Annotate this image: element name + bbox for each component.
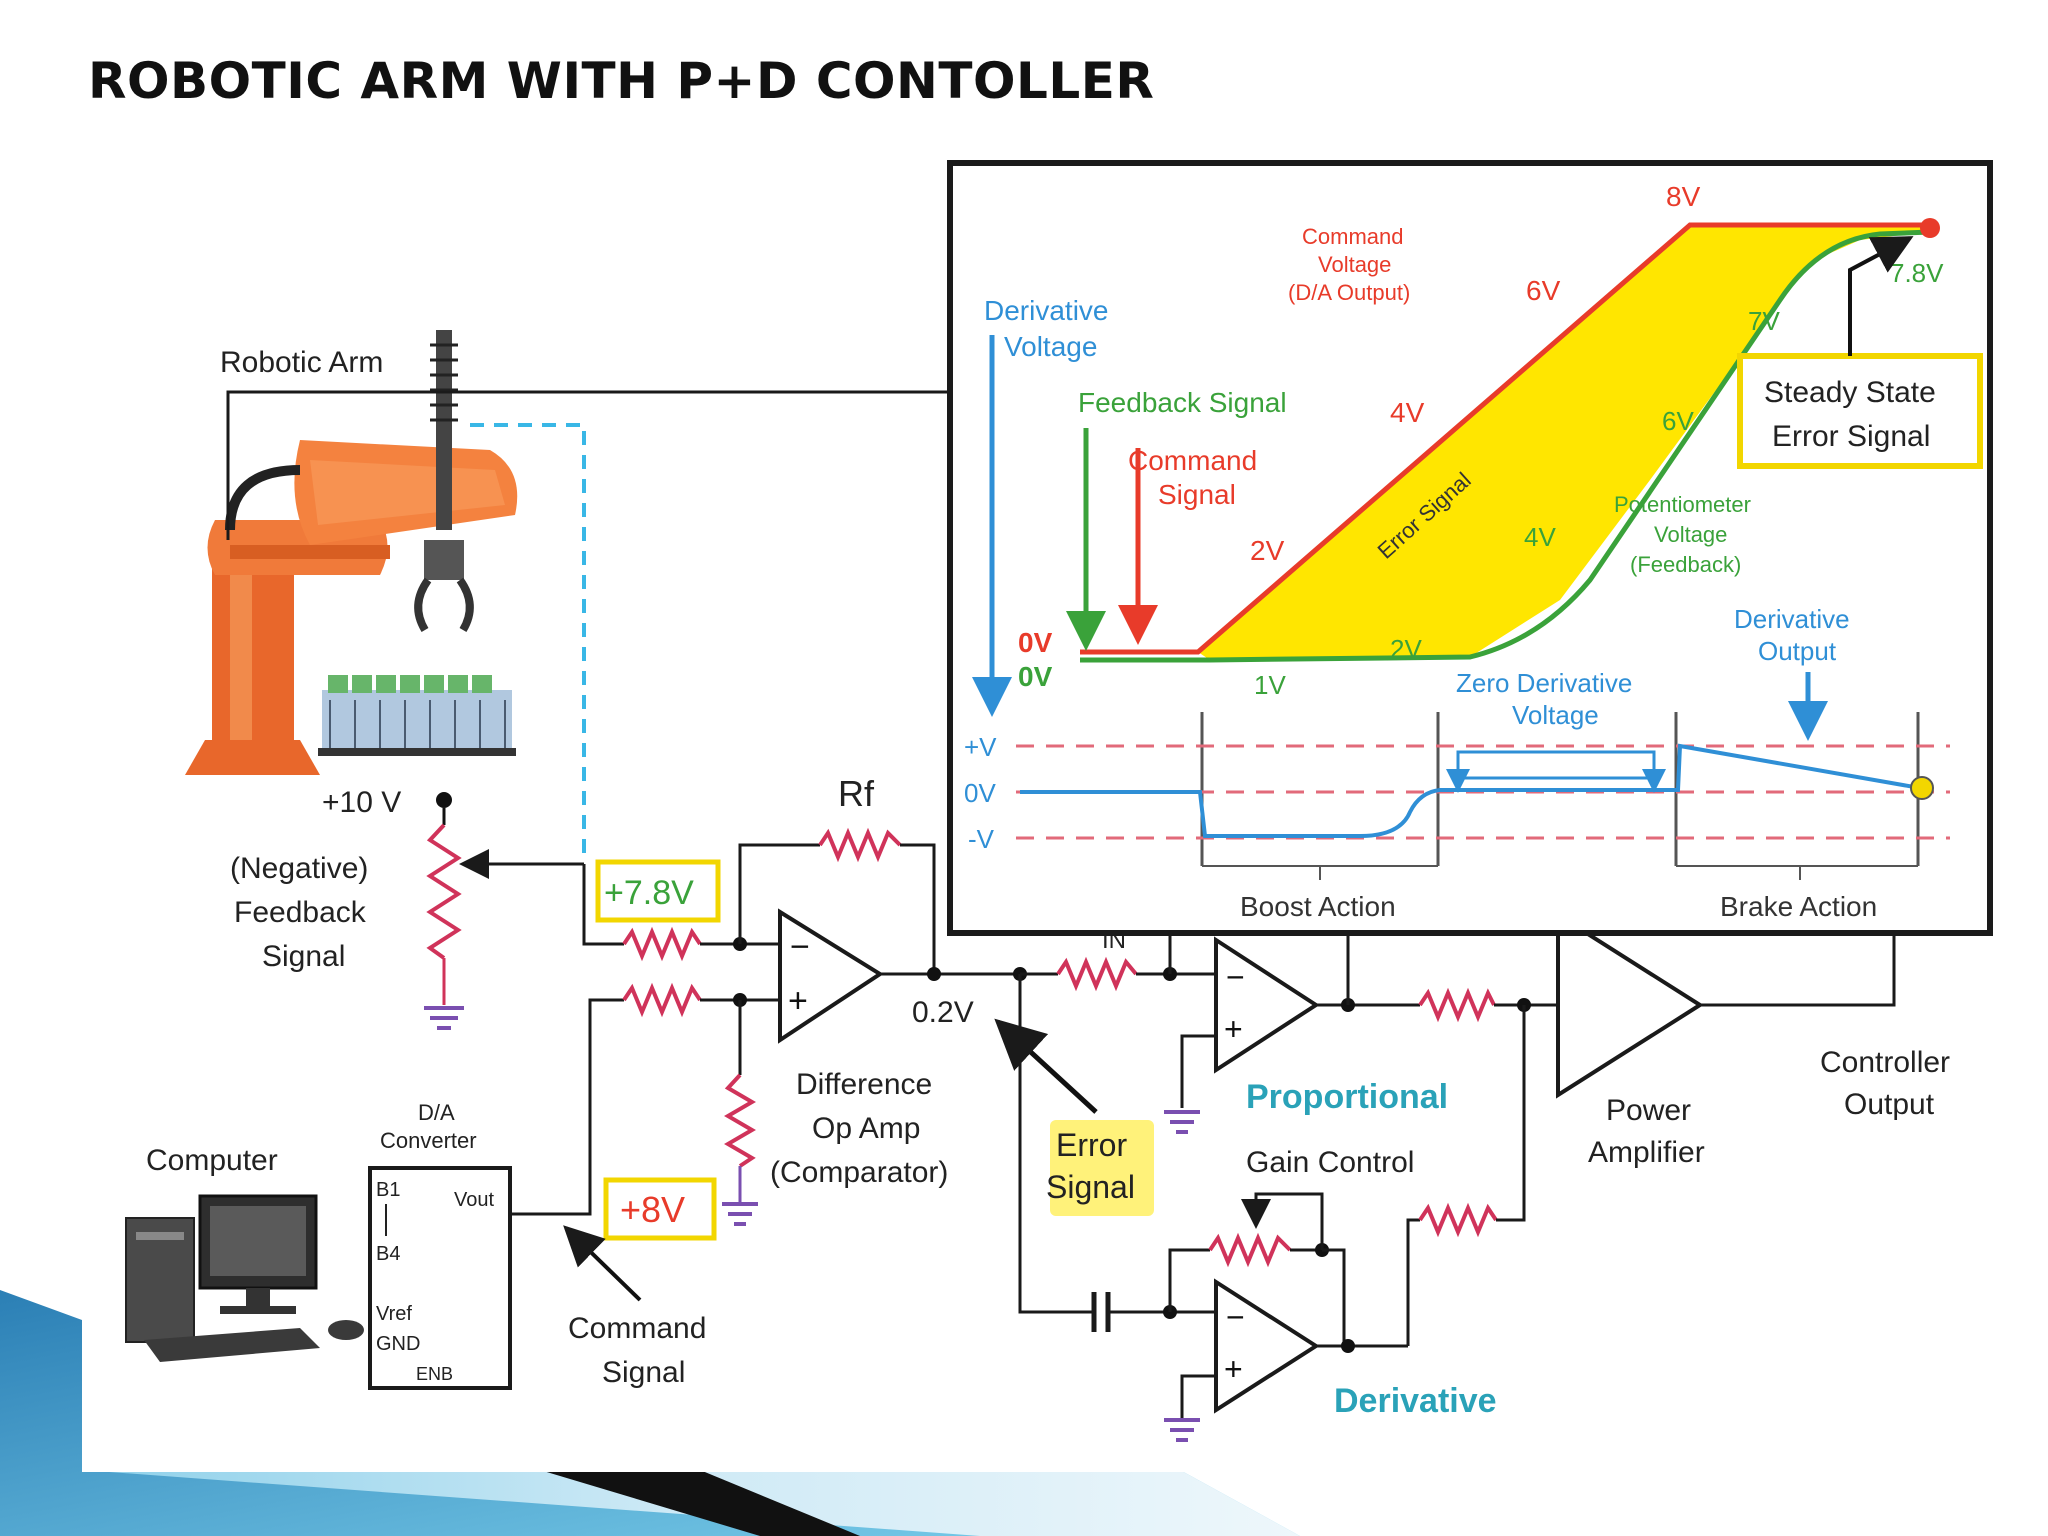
green-level-1: 1V (1254, 670, 1286, 700)
proportional-label: Proportional (1246, 1078, 1448, 1116)
v8-label: +8V (620, 1189, 685, 1230)
command-signal-line1: Command (568, 1312, 706, 1345)
v8-highlight: +8V (603, 1177, 717, 1241)
deriv-output-1: Derivative (1734, 604, 1850, 634)
da-pin-b4: B4 (376, 1243, 400, 1265)
neg-feedback-line3: Signal (262, 940, 345, 973)
steady-state-1: Steady State (1764, 376, 1936, 409)
controller-output-line2: Output (1844, 1088, 1935, 1121)
plus-v-label: +V (964, 732, 997, 762)
command-voltage-1: Command (1302, 224, 1403, 249)
svg-text:+: + (788, 982, 808, 1020)
slide-decoration (0, 1290, 2048, 1536)
error-signal-line1: Error (1056, 1127, 1127, 1163)
zero-deriv-1: Zero Derivative (1456, 668, 1632, 698)
controller-output-line1: Controller (1820, 1046, 1950, 1079)
green-level-0: 0V (1018, 661, 1053, 692)
green-level-2: 2V (1390, 634, 1422, 664)
da-line2: Converter (380, 1128, 477, 1153)
potentiometer: +10 V (322, 786, 584, 1030)
zero-deriv-2: Voltage (1512, 700, 1599, 730)
deriv-voltage-1: Derivative (984, 295, 1108, 326)
arm-to-chart-line (226, 390, 950, 540)
da-pin-gnd: GND (376, 1333, 420, 1355)
deriv-output-2: Output (1758, 636, 1837, 666)
minus-v-label: -V (968, 824, 995, 854)
feedback-shaft-dash (470, 423, 586, 860)
da-pin-vref: Vref (376, 1303, 412, 1325)
green-level-4: 4V (1524, 522, 1556, 552)
computer-label: Computer (146, 1144, 278, 1177)
computer-illustration: Computer (125, 1144, 364, 1362)
difference-amplifier: Rf − + (512, 773, 1020, 1226)
svg-text:−: − (1226, 959, 1245, 995)
v78-highlight: +7.8V (595, 859, 721, 923)
da-pin-vout: Vout (454, 1189, 494, 1211)
response-graph-inset: Error Signal 0V 2V 4V 6V 8V 0V 1V 2V 4V … (947, 160, 1993, 936)
pot-voltage-3: (Feedback) (1630, 552, 1741, 577)
red-level-8: 8V (1666, 181, 1701, 212)
error-signal-callout: Error Signal (994, 1018, 1154, 1216)
da-pin-enb: ENB (416, 1364, 453, 1384)
command-signal-line2: Signal (602, 1356, 685, 1389)
robotic-arm-label: Robotic Arm (220, 346, 383, 379)
gain-control-label: Gain Control (1246, 1146, 1414, 1179)
feedback-signal-label: Feedback Signal (1078, 387, 1287, 418)
pd-controller: IN − + Proportional Gain Control − (1013, 911, 1950, 1442)
diff-amp-line3: (Comparator) (770, 1156, 948, 1189)
pot-voltage-1: Potentiometer (1614, 492, 1751, 517)
green-level-7: 7V (1748, 306, 1780, 336)
deriv-voltage-2: Voltage (1004, 331, 1097, 362)
command-signal-callout: Command Signal (563, 1225, 706, 1389)
boost-label: Boost Action (1240, 891, 1396, 922)
da-converter: D/A Converter B1 B4 Vout Vref GND ENB (368, 1100, 590, 1390)
green-level-78: 7.8V (1890, 258, 1944, 288)
svg-text:−: − (1226, 1299, 1245, 1335)
svg-text:+: + (1224, 1351, 1243, 1387)
svg-text:−: − (790, 928, 810, 966)
rf-label: Rf (838, 773, 875, 814)
brake-label: Brake Action (1720, 891, 1877, 922)
neg-feedback-line1: (Negative) (230, 852, 368, 885)
power-amp-line2: Amplifier (1588, 1136, 1705, 1169)
green-level-6: 6V (1662, 406, 1694, 436)
power-amp-line1: Power (1606, 1094, 1691, 1127)
v78-label: +7.8V (604, 874, 694, 912)
inset-command-2: Signal (1158, 479, 1236, 510)
neg-feedback-line2: Feedback (234, 896, 367, 929)
red-level-0: 0V (1018, 627, 1053, 658)
da-line1: D/A (418, 1100, 455, 1125)
pot-voltage-2: Voltage (1654, 522, 1727, 547)
inset-command-1: Command (1128, 445, 1257, 476)
derivative-label: Derivative (1334, 1382, 1497, 1420)
robotic-arm-illustration: Robotic Arm (185, 330, 518, 775)
diff-amp-line1: Difference (796, 1068, 932, 1101)
red-level-4: 4V (1390, 397, 1425, 428)
red-level-2: 2V (1250, 535, 1285, 566)
da-pin-b1: B1 (376, 1179, 400, 1201)
plus10v-label: +10 V (322, 786, 401, 819)
steady-state-2: Error Signal (1772, 420, 1930, 453)
v02-label: 0.2V (912, 996, 974, 1029)
slide-title: ROBOTIC ARM WITH P+D CONTOLLER (88, 52, 1155, 110)
command-voltage-3: (D/A Output) (1288, 280, 1410, 305)
command-voltage-2: Voltage (1318, 252, 1391, 277)
red-level-6: 6V (1526, 275, 1561, 306)
svg-text:+: + (1224, 1011, 1243, 1047)
diff-amp-line2: Op Amp (812, 1112, 920, 1145)
zero-v-label: 0V (964, 778, 996, 808)
error-signal-line2: Signal (1046, 1169, 1135, 1205)
